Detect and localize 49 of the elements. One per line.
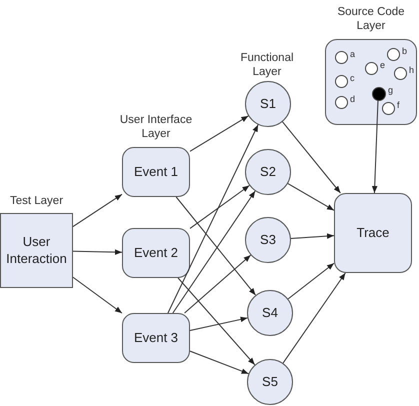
element-letter: b	[402, 47, 408, 56]
circle-node	[247, 359, 293, 405]
rounded-box	[334, 193, 412, 273]
arrow	[288, 262, 334, 300]
circle-node	[247, 290, 293, 336]
circle-node	[245, 217, 291, 263]
layer-heading: User Interface Layer	[118, 113, 194, 142]
layer-heading: Source Code Layer	[336, 6, 406, 34]
arrow	[190, 184, 250, 229]
node-label: Event 1	[134, 164, 178, 180]
element-letter: a	[350, 50, 356, 59]
node-label: User Interaction	[5, 234, 68, 267]
node-label: Event 2	[134, 244, 178, 262]
circle-node	[245, 149, 291, 195]
layer-heading: Functional Layer	[239, 51, 295, 80]
element-letter: e	[380, 61, 386, 70]
arrow	[290, 233, 334, 239]
element-letter: c	[350, 74, 354, 83]
arrow	[178, 278, 256, 366]
arrow	[72, 249, 122, 255]
element-letter: h	[409, 66, 414, 75]
arrow	[282, 121, 341, 194]
arrow	[184, 254, 252, 314]
rounded-box	[122, 313, 190, 363]
node-label: S3	[260, 232, 276, 248]
arrow	[172, 190, 256, 314]
arrow	[190, 350, 250, 374]
arrow	[72, 276, 122, 314]
rounded-box	[122, 147, 190, 197]
arrow	[176, 196, 256, 296]
arrow	[167, 124, 259, 314]
arrow	[190, 316, 248, 332]
node-label: S4	[262, 304, 278, 322]
arrow	[282, 272, 346, 364]
rounded-box	[122, 228, 190, 278]
element-letter: d	[350, 95, 356, 104]
node-label: Event 3	[134, 330, 178, 346]
layer-heading: Test Layer	[8, 195, 64, 209]
arrow	[287, 183, 334, 211]
node-label: S2	[260, 164, 276, 180]
node-label: S1	[260, 96, 276, 112]
element-letter: f	[397, 101, 400, 110]
arrow	[372, 100, 378, 194]
circle-node	[245, 81, 291, 127]
arrow	[190, 115, 249, 152]
node-label: Trace	[356, 224, 390, 242]
arrow	[72, 194, 122, 228]
element-letter: g	[388, 86, 394, 95]
node-label: S5	[262, 374, 278, 390]
